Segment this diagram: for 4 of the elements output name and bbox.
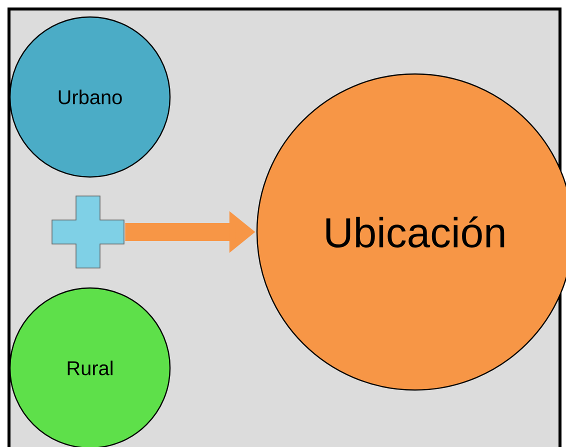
- circle-node: Ubicación: [256, 73, 566, 391]
- plus-sign: [52, 196, 124, 268]
- circle-node: Urbano: [9, 16, 171, 178]
- circle-node: Rural: [9, 287, 171, 447]
